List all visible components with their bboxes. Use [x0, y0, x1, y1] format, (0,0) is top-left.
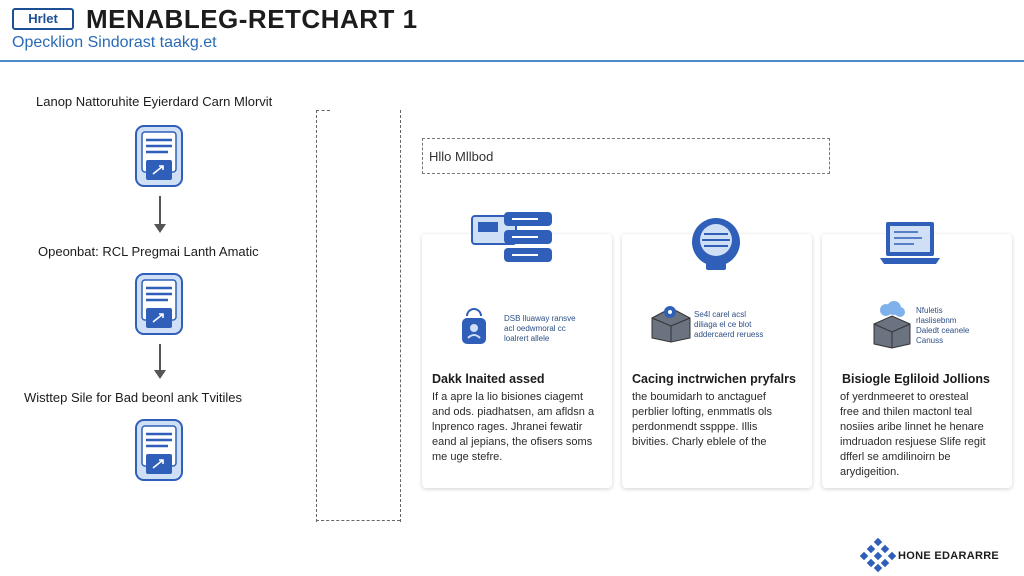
arrow-down-icon	[154, 224, 166, 233]
flow-step-label-2: Opeonbat: RCL Pregmai Lanth Amatic	[38, 244, 259, 259]
document-icon	[135, 419, 183, 481]
header: Hrlet MENABLEG-RETCHART 1 Opecklion Sind…	[0, 0, 1024, 62]
divider-right	[400, 110, 401, 522]
section-label: Hllo Mllbod	[429, 149, 494, 164]
card-2-caption: Se4l carel acsl diliaga el ce blot adder…	[694, 310, 764, 339]
section-label-box: Hllo Mllbod	[422, 138, 830, 174]
brand-logo-icon	[860, 538, 896, 572]
document-icon	[135, 125, 183, 187]
card-1-caption: DSB lluaway ransve acl oedwmoral cc loal…	[504, 314, 576, 343]
gear-box-icon	[651, 306, 691, 343]
arrow-down-icon	[154, 370, 166, 379]
brand-name: HONE EDARARRE	[898, 550, 1000, 562]
header-badge: Hrlet	[12, 8, 74, 30]
card-2: Se4l carel acsl diliaga el ce blot adder…	[622, 218, 812, 488]
flow-connector	[159, 344, 161, 372]
divider-top	[316, 110, 330, 111]
laptop-icon	[880, 222, 940, 264]
document-icon	[135, 273, 183, 335]
cloud-box-icon	[873, 301, 911, 349]
card-1-body: If a apre la lio bisiones ciagemt and od…	[432, 391, 595, 463]
server-icon	[471, 212, 552, 262]
globe-icon	[692, 218, 740, 270]
card-2-title: Cacing inctrwichen pryfalrs	[632, 372, 796, 386]
card-1-title: Dakk lnaited assed	[432, 372, 545, 386]
flow-connector	[159, 196, 161, 226]
card-2-body: the boumidarh to anctaguef perblier loft…	[632, 391, 773, 448]
card-3: Nfuletis rlaslisebnm Daledt ceanele Canu…	[822, 222, 1012, 488]
divider-line	[316, 110, 317, 522]
user-lock-icon	[462, 308, 486, 344]
card-1: DSB lluaway ransve acl oedwmoral cc loal…	[422, 212, 612, 488]
page-subtitle: Opecklion Sindorast taakg.et	[12, 34, 217, 51]
card-3-title: Bisiogle Egliloid Jollions	[842, 372, 990, 386]
divider-bottom	[316, 520, 400, 521]
flow-step-label-1: Lanop Nattoruhite Eyierdard Carn Mlorvit	[36, 94, 273, 109]
page-title: MENABLEG-RETCHART 1	[86, 4, 418, 34]
card-3-caption: Nfuletis rlaslisebnm Daledt ceanele Canu…	[916, 306, 970, 345]
flow-step-label-3: Wisttep Sile for Bad beonl ank Tvitiles	[24, 390, 242, 405]
card-3-body: of yerdnmeeret to oresteal free and thil…	[840, 391, 986, 478]
